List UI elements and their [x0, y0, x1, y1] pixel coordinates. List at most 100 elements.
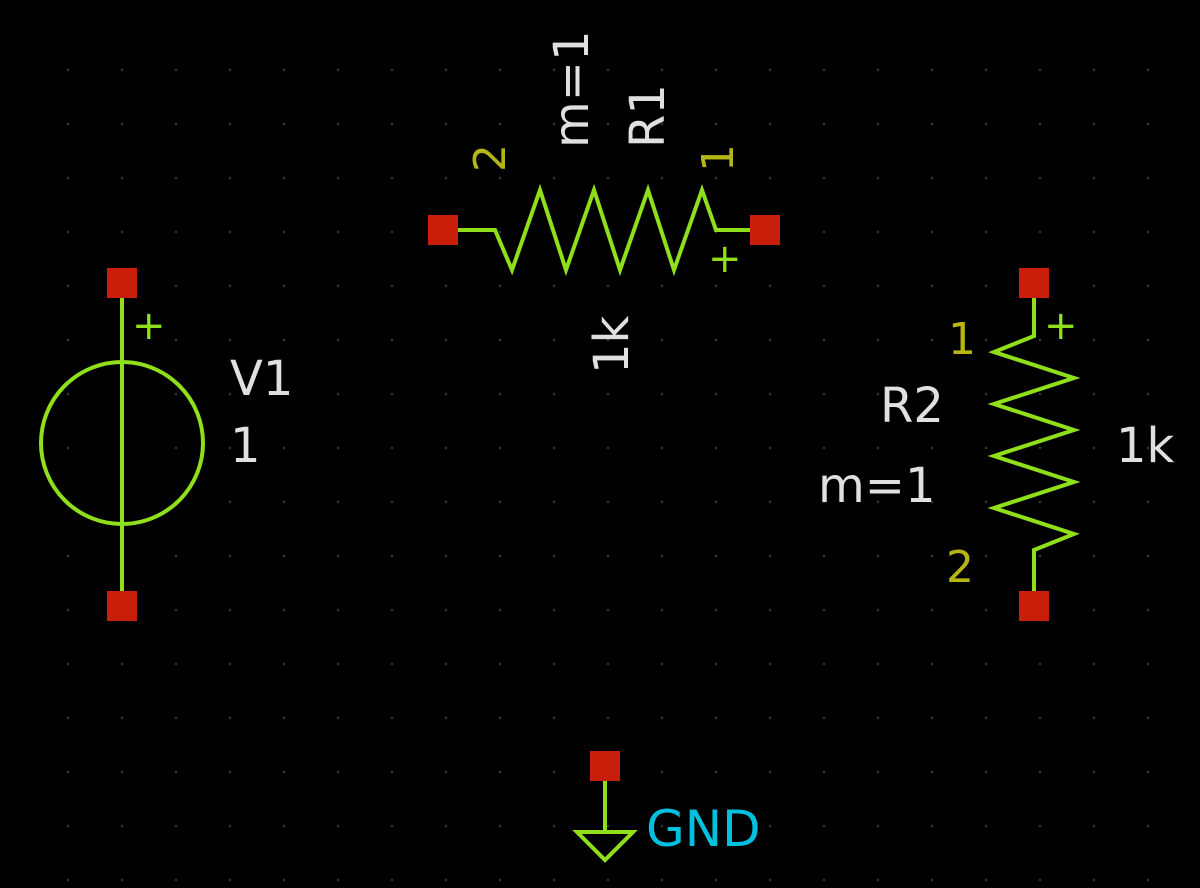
- grid-dot: [606, 122, 610, 126]
- grid-dot: [444, 824, 448, 828]
- grid-dot: [444, 176, 448, 180]
- grid-dot: [984, 824, 988, 828]
- r1-resistor[interactable]: + 2 1 m=1 R1 1k: [428, 30, 780, 374]
- v1-pin-positive[interactable]: [107, 268, 137, 298]
- grid-dot: [174, 446, 178, 450]
- grid-dot: [984, 392, 988, 396]
- grid-dot: [1038, 878, 1042, 882]
- grid-dot: [768, 770, 772, 774]
- grid-dot: [552, 68, 556, 72]
- r1-pin-1[interactable]: [750, 215, 780, 245]
- r2-pin-1[interactable]: [1019, 268, 1049, 298]
- grid-dot: [930, 662, 934, 666]
- grid-dot: [876, 770, 880, 774]
- grid-dot: [282, 338, 286, 342]
- grid-dot: [1038, 824, 1042, 828]
- grid-dot: [1038, 770, 1042, 774]
- grid-dot: [714, 284, 718, 288]
- grid-dot: [282, 122, 286, 126]
- grid-dot: [876, 824, 880, 828]
- grid-dot: [1092, 824, 1096, 828]
- grid-dot: [876, 122, 880, 126]
- grid-dot: [1038, 230, 1042, 234]
- grid-dot: [444, 68, 448, 72]
- grid-dot: [228, 770, 232, 774]
- grid-dot: [984, 770, 988, 774]
- grid-dot: [390, 554, 394, 558]
- grid-dot: [768, 554, 772, 558]
- grid-dot: [1092, 770, 1096, 774]
- v1-reference: V1: [230, 351, 293, 407]
- grid-dot: [282, 554, 286, 558]
- grid-dot: [714, 176, 718, 180]
- gnd-symbol[interactable]: GND: [572, 751, 761, 863]
- grid-dot: [390, 122, 394, 126]
- r2-pin-2[interactable]: [1019, 591, 1049, 621]
- grid-dot: [1146, 122, 1150, 126]
- grid-dot: [876, 284, 880, 288]
- grid-dot: [228, 122, 232, 126]
- grid-dot: [1146, 716, 1150, 720]
- grid-dot: [336, 122, 340, 126]
- v1-value: 1: [230, 418, 261, 474]
- grid-dot: [822, 284, 826, 288]
- grid-dot: [930, 878, 934, 882]
- grid-dot: [714, 770, 718, 774]
- grid-dot: [1092, 122, 1096, 126]
- grid-dot: [174, 176, 178, 180]
- grid-dot: [984, 662, 988, 666]
- grid-dot: [552, 392, 556, 396]
- grid-dot: [660, 878, 664, 882]
- grid-dot: [66, 878, 70, 882]
- grid-dot: [444, 500, 448, 504]
- grid-dot: [174, 878, 178, 882]
- r2-reference: R2: [880, 378, 944, 434]
- grid-dot: [1038, 500, 1042, 504]
- r1-pin-2[interactable]: [428, 215, 458, 245]
- v1-voltage-source[interactable]: + V1 1: [39, 268, 293, 621]
- grid-dot: [66, 608, 70, 612]
- grid-dot: [714, 500, 718, 504]
- grid-dot: [714, 392, 718, 396]
- grid-dot: [498, 68, 502, 72]
- grid-dot: [444, 554, 448, 558]
- grid-dot: [336, 824, 340, 828]
- v1-pin-negative[interactable]: [107, 591, 137, 621]
- grid-dot: [822, 68, 826, 72]
- grid-dot: [984, 230, 988, 234]
- grid-dot: [336, 608, 340, 612]
- grid-dot: [606, 608, 610, 612]
- grid-dot: [660, 68, 664, 72]
- grid-dot: [714, 554, 718, 558]
- grid-dot: [822, 392, 826, 396]
- grid-dot: [1146, 446, 1150, 450]
- grid-dot: [120, 662, 124, 666]
- grid-dot: [66, 392, 70, 396]
- grid-dot: [66, 446, 70, 450]
- grid-dot: [822, 500, 826, 504]
- grid-dot: [120, 68, 124, 72]
- grid-dot: [1146, 176, 1150, 180]
- grid-dot: [228, 608, 232, 612]
- grid-dot: [606, 176, 610, 180]
- gnd-pin[interactable]: [590, 751, 620, 781]
- grid-dot: [174, 68, 178, 72]
- grid-dot: [336, 446, 340, 450]
- grid-dot: [768, 716, 772, 720]
- grid-dot: [660, 284, 664, 288]
- grid-dot: [1092, 176, 1096, 180]
- grid-dot: [606, 500, 610, 504]
- grid-dot: [390, 608, 394, 612]
- grid-dot: [66, 230, 70, 234]
- grid-dot: [768, 824, 772, 828]
- grid-dot: [984, 122, 988, 126]
- grid-dot: [930, 230, 934, 234]
- grid-dot: [336, 716, 340, 720]
- r2-resistor[interactable]: + 1 2 R2 m=1 1k: [818, 268, 1175, 621]
- grid-dot: [498, 338, 502, 342]
- grid-dot: [444, 122, 448, 126]
- grid-dot: [1038, 554, 1042, 558]
- r1-symbol-zigzag: [458, 183, 750, 277]
